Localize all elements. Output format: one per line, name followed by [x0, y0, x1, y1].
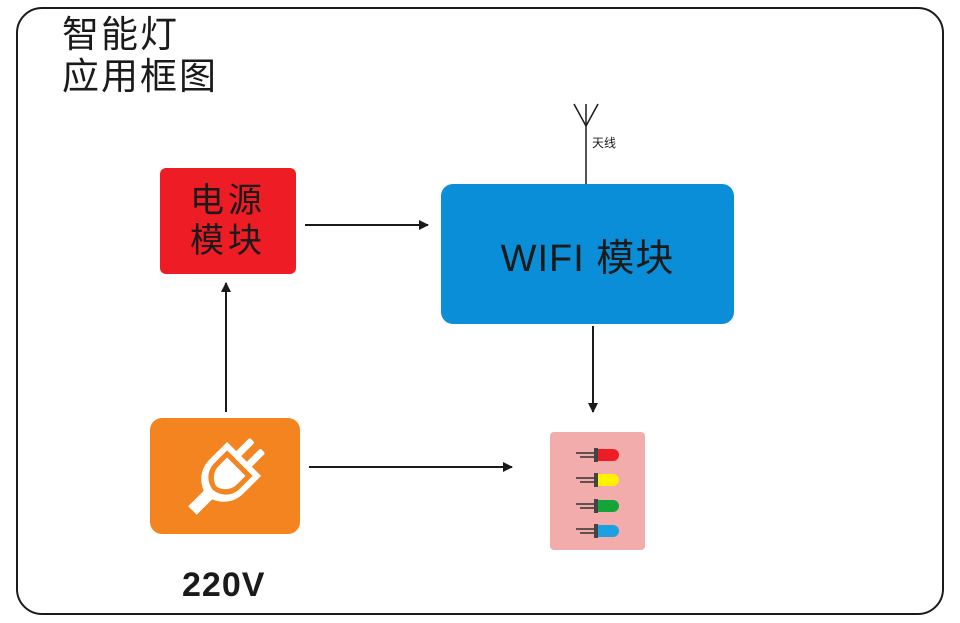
power-module-label-line-1: 电源 [190, 181, 266, 221]
wifi-module-box: WIFI 模块 [441, 184, 734, 324]
led-panel [550, 432, 645, 550]
antenna-icon [573, 103, 599, 184]
power-module-label-line-2: 模块 [190, 221, 266, 261]
mains-plug-box [150, 418, 300, 534]
led-icons [576, 448, 619, 538]
antenna-label: 天线 [592, 136, 617, 150]
title-line-1: 智能灯 [62, 13, 179, 56]
diagram-frame [16, 7, 944, 615]
power-module-box: 电源 模块 [160, 168, 296, 274]
mains-voltage-label: 220V [182, 566, 266, 604]
led-green-icon [576, 499, 619, 513]
wifi-module-label: WIFI 模块 [500, 237, 675, 280]
plug-icon [188, 438, 265, 515]
led-yellow-icon [576, 473, 619, 487]
diagram-title: 智能灯 应用框图 [62, 14, 218, 98]
led-red-icon [576, 448, 619, 462]
led-blue-icon [576, 524, 619, 538]
title-line-2: 应用框图 [62, 55, 218, 98]
